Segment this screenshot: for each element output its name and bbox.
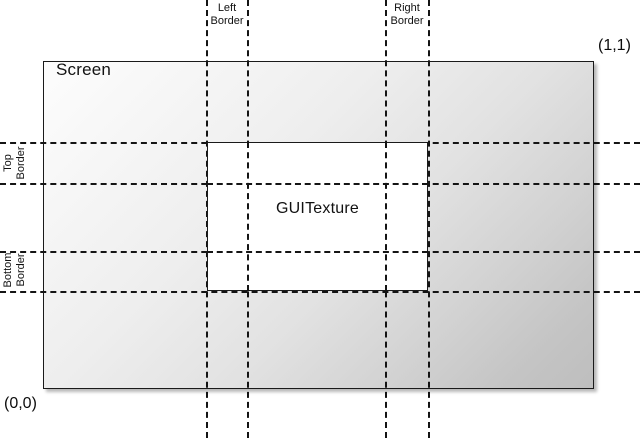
guide-line-left-border-inner-overlay bbox=[247, 142, 249, 291]
guide-line-top-border-inner-overlay bbox=[207, 183, 428, 185]
coordinate-label-bottom-left: (0,0) bbox=[4, 395, 37, 412]
left-border-label: Left Border bbox=[210, 2, 244, 27]
bottom-border-label: Bottom Border bbox=[2, 252, 27, 288]
guide-line-bottom-border-outer bbox=[0, 291, 640, 293]
guide-line-right-border-outer bbox=[428, 0, 430, 438]
right-border-label: Right Border bbox=[390, 2, 424, 27]
guide-line-bottom-border-inner-overlay bbox=[207, 251, 428, 253]
top-border-label: Top Border bbox=[2, 146, 27, 180]
guitexture-label: GUITexture bbox=[276, 200, 359, 217]
guitexture-rectangle bbox=[207, 142, 428, 291]
coordinate-label-top-right: (1,1) bbox=[598, 37, 631, 54]
guide-line-right-border-inner-overlay bbox=[385, 142, 387, 291]
screen-label: Screen bbox=[56, 60, 112, 79]
